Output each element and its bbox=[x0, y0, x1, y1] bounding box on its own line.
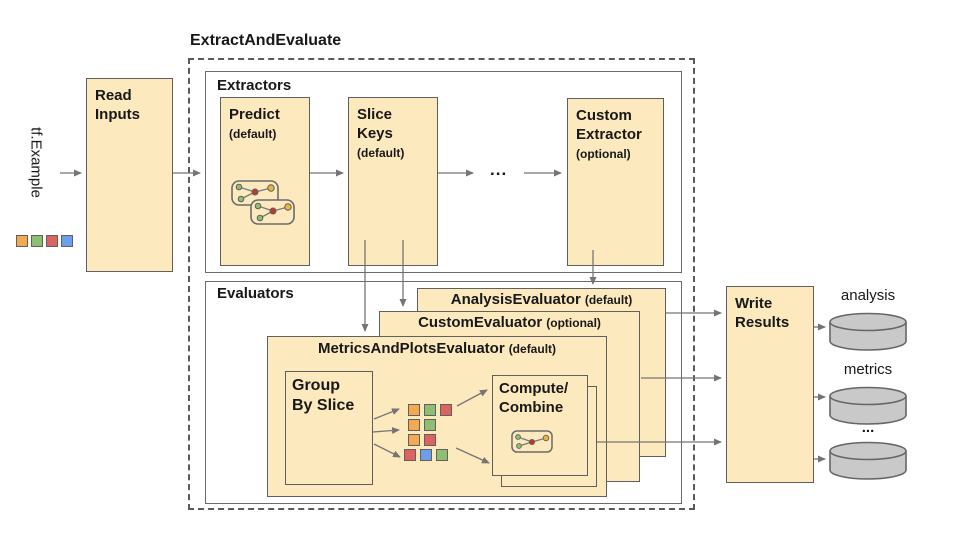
database-cylinder-icon bbox=[829, 441, 907, 480]
model-graph-icon bbox=[231, 180, 295, 225]
metrics-evaluator-qualifier: (default) bbox=[508, 342, 557, 356]
analysis-output-label: analysis bbox=[840, 287, 896, 304]
custom-evaluator-qualifier: (optional) bbox=[546, 316, 601, 330]
input-data-squares bbox=[16, 235, 73, 247]
read-inputs-label: Read Inputs bbox=[95, 87, 140, 123]
evaluators-label: Evaluators bbox=[217, 285, 294, 302]
tf-example-label: tf.Example bbox=[27, 127, 45, 198]
slice-row bbox=[404, 449, 448, 461]
more-outputs-label: ... bbox=[861, 419, 875, 436]
data-record-square bbox=[46, 235, 58, 247]
slice-row bbox=[408, 434, 436, 446]
metrics-evaluator-label: MetricsAndPlotsEvaluator bbox=[317, 340, 505, 357]
data-record-square bbox=[408, 434, 420, 446]
extractors-ellipsis: ... bbox=[490, 160, 508, 179]
write-results-label: Write Results bbox=[735, 295, 790, 331]
custom-extractor-box: Custom Extractor (optional) bbox=[567, 98, 664, 266]
predict-label: Predict bbox=[229, 106, 280, 123]
data-record-square bbox=[61, 235, 73, 247]
extractors-container: Extractors bbox=[205, 71, 682, 273]
data-record-square bbox=[440, 404, 452, 416]
slice-row bbox=[408, 419, 436, 431]
slice-keys-label: Slice Keys bbox=[357, 106, 393, 142]
database-cylinder-icon bbox=[829, 312, 907, 351]
extract-and-evaluate-container bbox=[188, 58, 695, 510]
data-record-square bbox=[16, 235, 28, 247]
data-record-square bbox=[404, 449, 416, 461]
slice-row bbox=[408, 404, 452, 416]
diagram-title: ExtractAndEvaluate bbox=[190, 32, 342, 49]
analysis-evaluator-label: AnalysisEvaluator bbox=[450, 291, 581, 308]
data-record-square bbox=[424, 434, 436, 446]
group-by-slice-label: Group By Slice bbox=[292, 377, 355, 414]
data-record-square bbox=[424, 419, 436, 431]
analysis-evaluator-qualifier: (default) bbox=[584, 293, 633, 307]
data-record-square bbox=[424, 404, 436, 416]
evaluators-container: Evaluators bbox=[205, 281, 682, 504]
read-inputs-box: Read Inputs bbox=[86, 78, 173, 272]
group-by-slice-box: Group By Slice bbox=[285, 371, 373, 485]
data-record-square bbox=[408, 404, 420, 416]
compute-combine-box: Compute/ Combine bbox=[492, 375, 588, 476]
data-record-square bbox=[420, 449, 432, 461]
compute-combine-label: Compute/ Combine bbox=[499, 380, 569, 416]
custom-evaluator-label: CustomEvaluator bbox=[418, 314, 543, 331]
extractors-label: Extractors bbox=[217, 77, 292, 94]
predict-extractor-box: Predict (default) bbox=[220, 97, 310, 266]
database-cylinder-icon bbox=[829, 386, 907, 425]
custom-extractor-label: Custom Extractor bbox=[576, 107, 642, 143]
custom-extractor-qualifier: (optional) bbox=[576, 146, 631, 161]
write-results-box: Write Results bbox=[726, 286, 814, 483]
data-record-square bbox=[436, 449, 448, 461]
data-record-square bbox=[31, 235, 43, 247]
slice-keys-qualifier: (default) bbox=[357, 145, 405, 160]
data-record-square bbox=[408, 419, 420, 431]
slice-keys-extractor-box: Slice Keys (default) bbox=[348, 97, 438, 266]
model-graph-icon bbox=[511, 430, 553, 453]
metrics-output-label: metrics bbox=[843, 361, 893, 378]
predict-qualifier: (default) bbox=[229, 126, 277, 141]
